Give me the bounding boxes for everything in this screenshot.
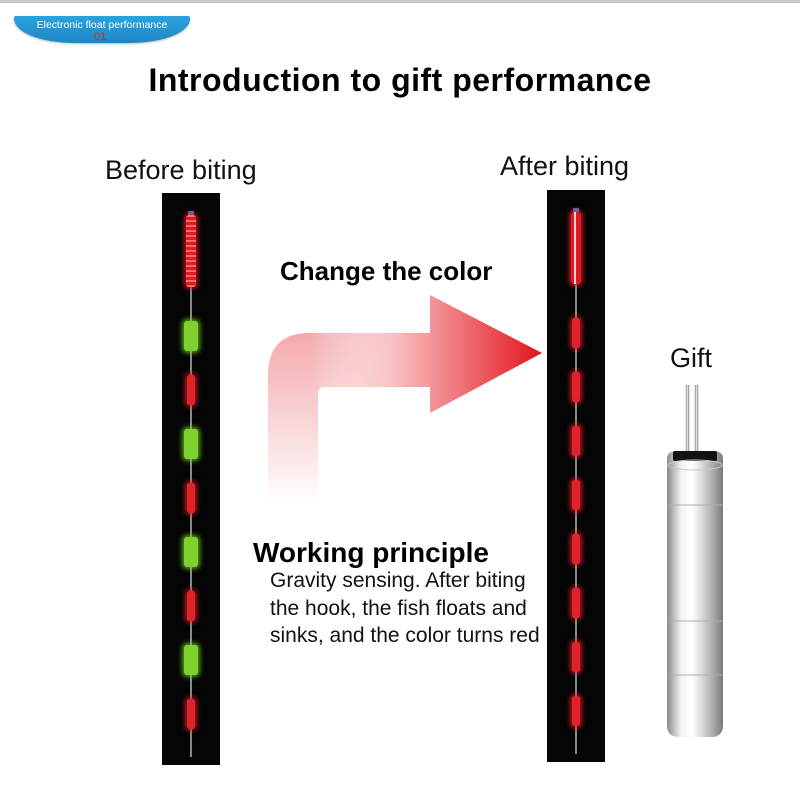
working-principle-heading: Working principle [253, 537, 489, 568]
float-light-red [572, 642, 580, 672]
float-light-red [572, 480, 580, 510]
float-light-red [572, 696, 580, 726]
float-light-green [184, 429, 198, 459]
battery-icon [667, 385, 723, 737]
top-divider [0, 0, 800, 3]
float-light-long-red [571, 212, 581, 284]
float-light-green [184, 645, 198, 675]
float-before-biting [162, 193, 220, 765]
float-light-green [184, 321, 198, 351]
section-badge: Electronic float performance 01 [14, 16, 190, 43]
float-light-red [572, 318, 580, 348]
float-tip [188, 211, 194, 216]
float-light-long-red [186, 215, 196, 287]
float-light-red [187, 699, 195, 729]
float-light-red [572, 372, 580, 402]
before-biting-label: Before biting [105, 155, 257, 185]
float-light-red [187, 483, 195, 513]
float-light-red [572, 534, 580, 564]
float-tip [573, 208, 579, 213]
float-light-red [572, 588, 580, 618]
float-light-green [184, 537, 198, 567]
after-biting-label: After biting [500, 151, 630, 181]
float-light-red [187, 591, 195, 621]
page-title: Introduction to gift performance [148, 62, 652, 98]
float-light-red [572, 426, 580, 456]
change-arrow-icon [268, 295, 542, 505]
section-badge-text: Electronic float performance [36, 19, 168, 31]
working-principle-body: Gravity sensing. After biting the hook, … [270, 569, 540, 647]
section-badge-number: 01 [94, 31, 107, 43]
change-color-label: Change the color [280, 256, 493, 286]
gift-label: Gift [670, 343, 713, 373]
float-light-red [187, 375, 195, 405]
float-after-biting [547, 190, 605, 762]
